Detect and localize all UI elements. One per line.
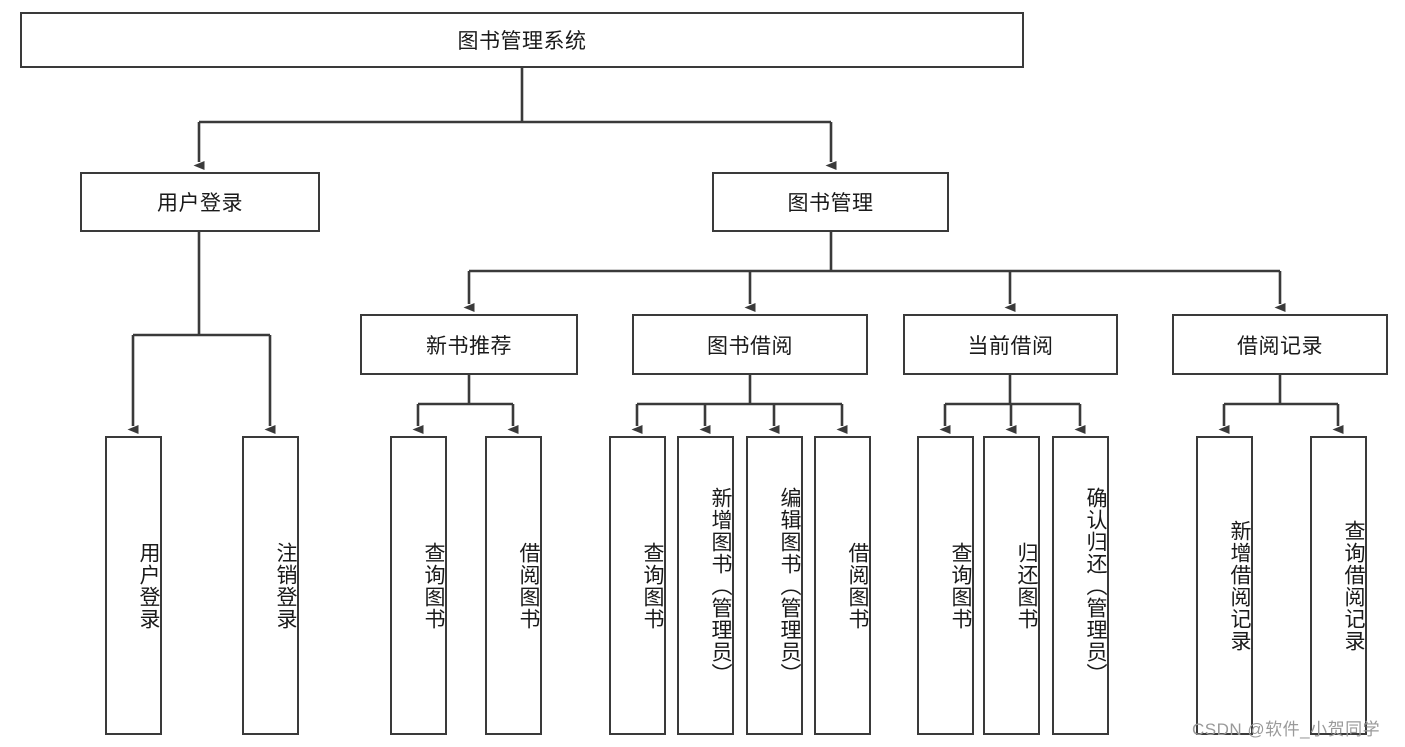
node-current-borrow-label: 当前借阅 [967,334,1054,358]
leaf-return-book[interactable]: 归还图书 [983,436,1040,735]
leaf-add-book[interactable]: 新增图书（管理员） [677,436,734,735]
leaf-query-record[interactable]: 查询借阅记录 [1310,436,1367,735]
node-borrow-record-label: 借阅记录 [1237,334,1323,358]
leaf-query-book-2-label: 查询图书 [641,541,664,630]
node-root[interactable]: 图书管理系统 [20,12,1024,68]
node-root-label: 图书管理系统 [457,30,587,53]
leaf-add-book-label: 新增图书（管理员） [709,486,732,685]
leaf-query-record-label: 查询借阅记录 [1342,519,1365,652]
leaf-edit-book-label: 编辑图书（管理员） [778,486,801,685]
node-user-login-label: 用户登录 [157,192,243,215]
leaf-borrow-book-2[interactable]: 借阅图书 [814,436,871,735]
node-borrow-record[interactable]: 借阅记录 [1172,314,1388,375]
node-current-borrow[interactable]: 当前借阅 [903,314,1118,375]
leaf-confirm-return-label: 确认归还（管理员） [1084,486,1107,685]
node-book-borrow[interactable]: 图书借阅 [632,314,868,375]
leaf-query-book-1[interactable]: 查询图书 [390,436,447,735]
node-new-book-recommend-label: 新书推荐 [426,334,512,358]
node-user-login[interactable]: 用户登录 [80,172,320,232]
leaf-borrow-book-2-label: 借阅图书 [846,541,869,630]
leaf-confirm-return[interactable]: 确认归还（管理员） [1052,436,1109,735]
leaf-query-book-2[interactable]: 查询图书 [609,436,666,735]
leaf-borrow-book-1-label: 借阅图书 [517,541,540,630]
leaf-add-record[interactable]: 新增借阅记录 [1196,436,1253,735]
leaf-return-book-label: 归还图书 [1015,541,1038,630]
leaf-user-login-label: 用户登录 [137,541,160,630]
watermark-text: CSDN @软件_小贺同学 [1192,720,1381,739]
leaf-logout-login-label: 注销登录 [274,541,297,630]
node-new-book-recommend[interactable]: 新书推荐 [360,314,578,375]
leaf-logout-login[interactable]: 注销登录 [242,436,299,735]
leaf-user-login[interactable]: 用户登录 [105,436,162,735]
leaf-query-book-3[interactable]: 查询图书 [917,436,974,735]
leaf-query-book-1-label: 查询图书 [422,541,445,630]
leaf-borrow-book-1[interactable]: 借阅图书 [485,436,542,735]
node-book-borrow-label: 图书借阅 [707,334,793,358]
node-book-manage[interactable]: 图书管理 [712,172,949,232]
leaf-query-book-3-label: 查询图书 [949,541,972,630]
leaf-edit-book[interactable]: 编辑图书（管理员） [746,436,803,735]
node-book-manage-label: 图书管理 [787,192,874,215]
leaf-add-record-label: 新增借阅记录 [1228,519,1251,652]
